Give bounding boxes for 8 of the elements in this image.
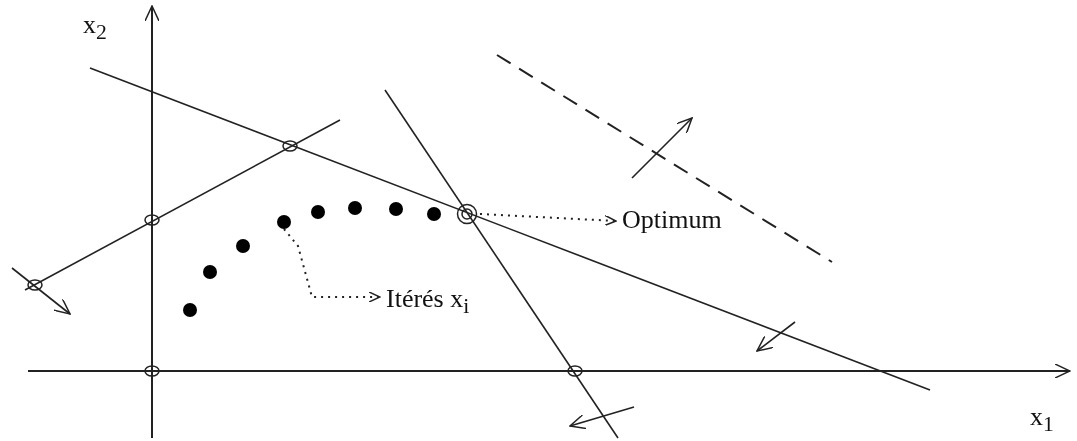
axis-label: x$_{2}$ bbox=[83, 12, 107, 44]
iterate-dot bbox=[277, 215, 291, 229]
callout-text: Optimum bbox=[622, 207, 722, 233]
leader-arrow bbox=[283, 228, 381, 303]
optimum-point bbox=[456, 203, 478, 225]
callout-text: Itérés x$_{i}$ bbox=[386, 286, 470, 318]
axis-label: x$_{1}$ bbox=[1030, 404, 1054, 436]
leader-arrow bbox=[479, 213, 617, 227]
